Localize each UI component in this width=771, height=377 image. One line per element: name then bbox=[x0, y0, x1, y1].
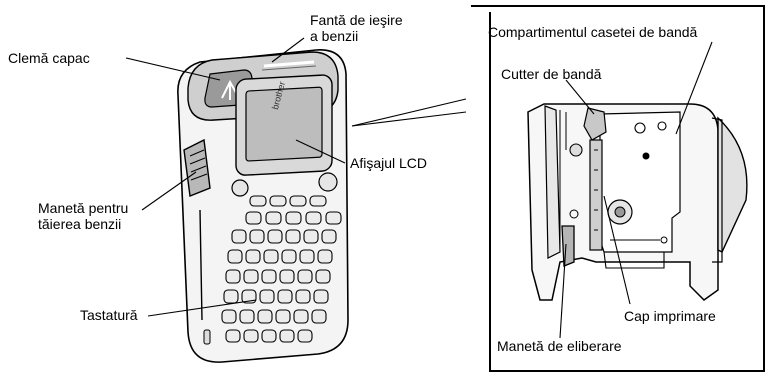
ribbon-spool bbox=[634, 122, 646, 134]
detail-frame bbox=[471, 5, 765, 372]
keyboard-key bbox=[275, 309, 291, 324]
print-head bbox=[589, 139, 603, 251]
label-cover-latch: Clemă capac bbox=[8, 50, 90, 66]
leader-release-lever bbox=[559, 243, 567, 339]
keyboard-key bbox=[279, 269, 295, 284]
label-print-head: Cap imprimare bbox=[624, 308, 716, 324]
keyboard-key bbox=[297, 269, 313, 284]
keyboard-key bbox=[225, 329, 241, 343]
keyboard-key bbox=[289, 195, 307, 207]
keyboard-key bbox=[295, 289, 311, 304]
keyboard-key bbox=[281, 249, 297, 264]
leader-tape-exit-slot bbox=[271, 37, 305, 63]
keyboard-key bbox=[267, 229, 283, 244]
release-lever bbox=[561, 225, 575, 267]
keyboard-key bbox=[277, 289, 293, 304]
keyboard-key bbox=[261, 269, 277, 284]
keyboard-key bbox=[297, 329, 313, 343]
opened-lid bbox=[717, 116, 748, 253]
drive-spool-hub bbox=[614, 206, 626, 218]
keyboard-key bbox=[249, 229, 265, 244]
tape-exit-slot-edge bbox=[261, 65, 317, 71]
side-port bbox=[203, 329, 211, 345]
keyboard-key bbox=[299, 249, 315, 264]
keyboard-key bbox=[321, 229, 337, 244]
post-3 bbox=[569, 209, 579, 219]
keyboard-key bbox=[257, 309, 273, 324]
side-stripe bbox=[199, 209, 203, 321]
keyboard-key bbox=[311, 309, 327, 324]
left-round-button bbox=[231, 179, 249, 197]
keyboard-key bbox=[285, 229, 301, 244]
tape-cutter-blade bbox=[583, 107, 607, 141]
label-tape-exit-slot-1: Fantă de ieşire bbox=[310, 12, 403, 28]
keyboard-key bbox=[259, 289, 275, 304]
keyboard-key bbox=[243, 269, 259, 284]
keyboard-key bbox=[227, 249, 243, 264]
label-cutter-lever-1: Manetă pentru bbox=[38, 200, 129, 216]
post-1 bbox=[642, 152, 650, 160]
keyboard-key bbox=[285, 211, 302, 225]
label-cutter-lever-2: tăierea benzii bbox=[38, 216, 122, 232]
keyboard-key bbox=[249, 195, 267, 207]
label-keyboard: Tastatură bbox=[80, 307, 138, 323]
keyboard-key bbox=[293, 309, 309, 324]
keyboard-key bbox=[223, 289, 239, 304]
post-2 bbox=[660, 236, 668, 244]
keyboard-key bbox=[221, 309, 237, 324]
keyboard-key bbox=[265, 211, 282, 225]
print-head-detail bbox=[594, 149, 598, 231]
keyboard-key bbox=[317, 249, 333, 264]
leader-print-head bbox=[603, 195, 631, 305]
keyboard-key bbox=[279, 329, 295, 343]
power-button bbox=[318, 172, 338, 192]
label-tape-cutter: Cutter de bandă bbox=[501, 66, 602, 82]
leader-compartment bbox=[675, 41, 713, 135]
keyboard-key bbox=[269, 195, 287, 207]
zoom-wedge bbox=[351, 98, 467, 127]
keyboard-key bbox=[239, 309, 255, 324]
keyboard-key bbox=[245, 211, 262, 225]
keyboard-key bbox=[305, 211, 322, 225]
label-tape-exit-slot-2: a benzii bbox=[310, 28, 359, 44]
keyboard-key bbox=[263, 249, 279, 264]
keyboard-key bbox=[303, 229, 319, 244]
bottom-tab bbox=[603, 251, 665, 269]
keyboard-key bbox=[315, 269, 331, 284]
label-lcd-display: Afişajul LCD bbox=[350, 155, 428, 171]
ribbon-spool-2 bbox=[657, 121, 667, 131]
keyboard-key bbox=[245, 249, 261, 264]
label-release-lever: Manetă de eliberare bbox=[497, 338, 622, 354]
keyboard-key bbox=[309, 195, 327, 207]
opened-lid-hinge bbox=[711, 117, 723, 263]
keyboard-key bbox=[241, 289, 257, 304]
left-wall bbox=[544, 105, 561, 259]
cutter-lever-ridges bbox=[189, 149, 208, 181]
lcd-screen bbox=[245, 86, 323, 162]
cutter-lever bbox=[183, 138, 211, 197]
leader-lines-left bbox=[125, 37, 346, 317]
guide-rails bbox=[559, 110, 660, 250]
keyboard-key bbox=[313, 289, 329, 304]
keyboard-key bbox=[225, 269, 241, 284]
leader-keyboard bbox=[147, 299, 257, 317]
keyboard-key bbox=[261, 329, 277, 343]
detail-panel bbox=[471, 5, 765, 372]
keyboard-key bbox=[243, 329, 259, 343]
keyboard-key bbox=[231, 229, 247, 244]
keyboard-key bbox=[325, 211, 342, 225]
keyboard bbox=[221, 195, 342, 343]
leader-tape-cutter bbox=[565, 79, 595, 115]
tape-exit-slot bbox=[263, 60, 315, 68]
leader-lines-right bbox=[559, 41, 713, 339]
leader-cutter-lever bbox=[141, 171, 197, 211]
leader-lcd bbox=[295, 139, 346, 164]
platen-roller bbox=[569, 143, 583, 157]
label-tape-cassette-compartment: Compartimentul casetei de bandă bbox=[488, 24, 698, 40]
leader-cover-latch bbox=[125, 57, 221, 81]
